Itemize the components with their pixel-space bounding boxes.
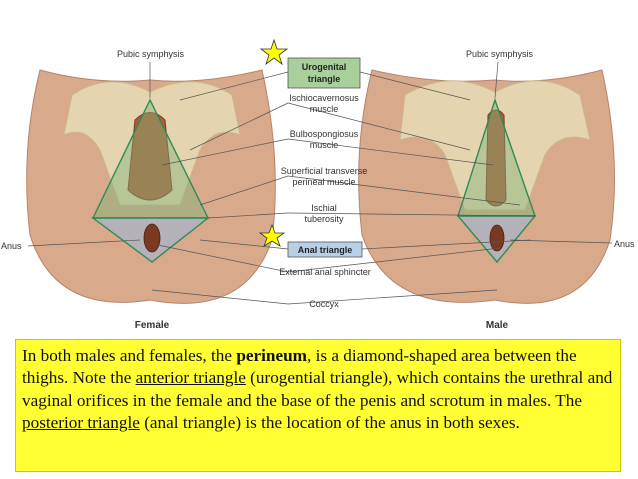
female-anus [143, 223, 161, 253]
label-anal-triangle: Anal triangle [298, 245, 353, 255]
label-bulbospongiosus-2: muscle [310, 140, 339, 150]
label-superficial-1: Superficial transverse [281, 166, 368, 176]
label-bulbospongiosus-1: Bulbospongiosus [290, 129, 359, 139]
label-anus-left: Anus [1, 241, 22, 251]
caption-term-perineum: perineum [236, 346, 307, 365]
anal-triangle-box [287, 241, 363, 258]
label-urogenital-2: triangle [308, 74, 341, 84]
label-anus-right: Anus [614, 239, 635, 249]
caption-text-3: (urogential triangle), which contains th… [22, 368, 613, 410]
urogenital-triangle-box [287, 57, 361, 89]
label-ischial-2: tuberosity [304, 214, 344, 224]
label-urogenital-1: Urogenital [302, 62, 347, 72]
label-male: Male [486, 320, 509, 331]
male-penis-base [485, 109, 507, 207]
caption-term-anterior-triangle: anterior triangle [135, 368, 246, 388]
male-anus [489, 224, 505, 252]
label-superficial-2: perineal muscle [292, 177, 355, 187]
label-external-anal-sphincter: External anal sphincter [279, 267, 371, 277]
caption-text-4: (anal triangle) is the location of the a… [139, 413, 520, 433]
caption-text-2: , is a diamond-shaped area between the t… [22, 346, 577, 388]
female-vulva [127, 112, 173, 201]
star-icon [259, 38, 289, 66]
label-ischial-1: Ischial [311, 203, 337, 213]
caption-text-1: In both males and females, the [22, 346, 237, 365]
leader-lines [27, 61, 613, 305]
label-ischiocavernosus-1: Ischiocavernosus [289, 93, 359, 103]
female-figure [26, 69, 276, 304]
label-pubic-symphysis-right: Pubic symphysis [466, 49, 534, 59]
label-ischiocavernosus-2: muscle [310, 104, 339, 114]
label-pubic-symphysis-left: Pubic symphysis [117, 49, 185, 59]
male-figure [358, 69, 615, 304]
caption-box: In both males and females, the perineum,… [15, 339, 621, 472]
star-icon [258, 223, 286, 247]
label-female: Female [135, 320, 170, 331]
label-coccyx: Coccyx [309, 299, 339, 309]
caption-term-posterior-triangle: posterior triangle [22, 413, 140, 433]
